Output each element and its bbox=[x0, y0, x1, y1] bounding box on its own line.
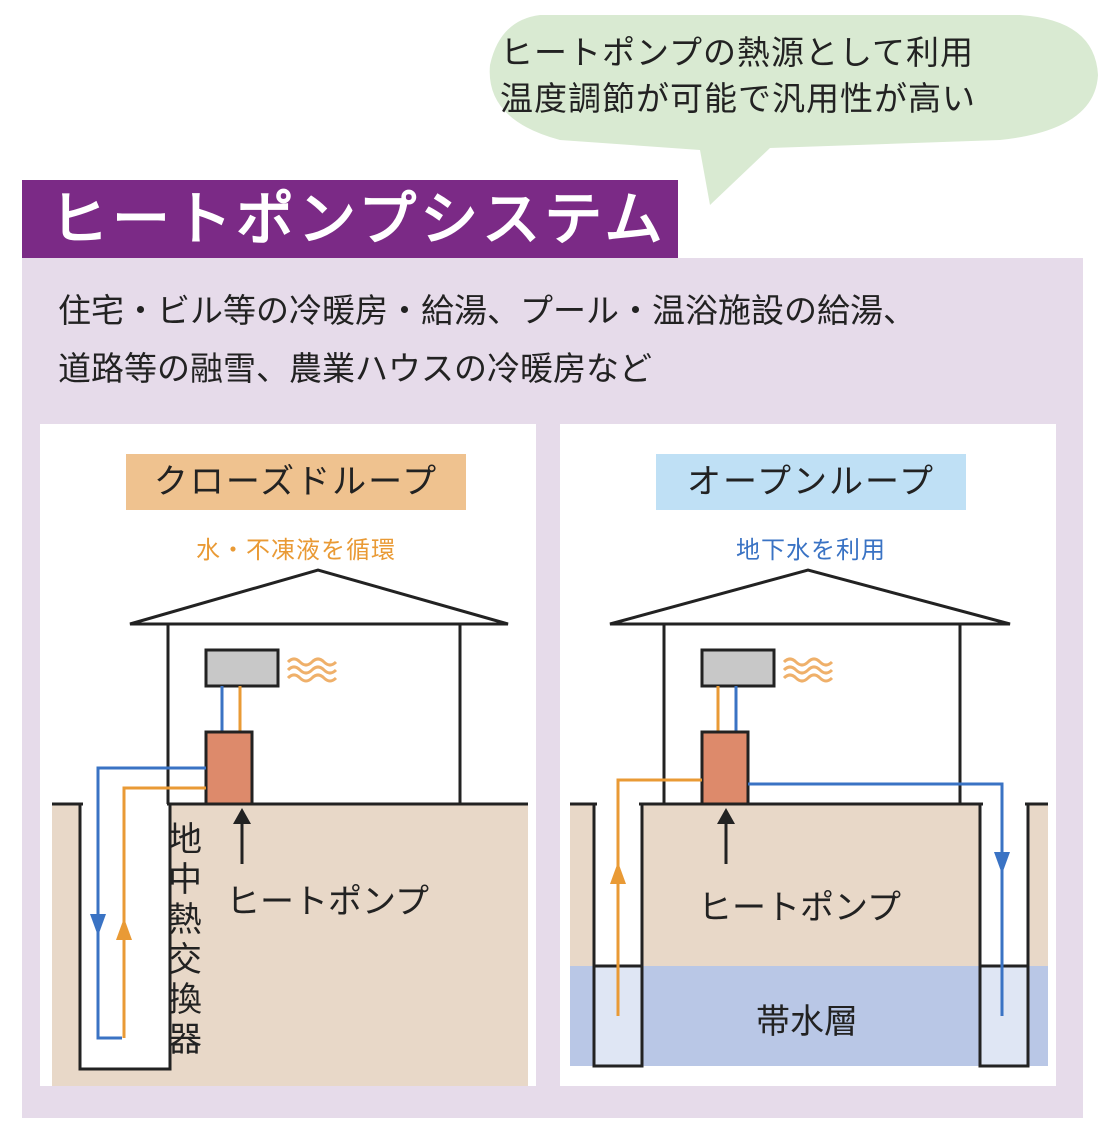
exchanger-char: 中 bbox=[168, 860, 202, 900]
open-loop-diagram bbox=[570, 568, 1048, 1068]
bubble-text: ヒートポンプの熱源として利用 温度調節が可能で汎用性が高い bbox=[500, 30, 1100, 122]
heat-waves-icon bbox=[782, 657, 834, 683]
flow-arrow-icon bbox=[994, 852, 1010, 874]
exchanger-char: 地 bbox=[168, 820, 202, 860]
closed-heat-pump-label: ヒートポンプ bbox=[226, 882, 429, 922]
flow-arrow-icon bbox=[610, 862, 626, 884]
uses-line-2: 道路等の融雪、農業ハウスの冷暖房など bbox=[58, 349, 652, 388]
aquifer bbox=[570, 966, 1048, 1066]
heat-pump-box bbox=[204, 730, 254, 806]
exchanger-char: 交 bbox=[168, 940, 202, 980]
arrow-up-icon bbox=[717, 808, 735, 824]
open-loop-subtitle: 地下水を利用 bbox=[736, 536, 886, 564]
open-heat-pump-label: ヒートポンプ bbox=[698, 888, 901, 928]
indoor-unit bbox=[700, 648, 776, 688]
open-loop-card: オープンループ 地下水を利用 bbox=[560, 424, 1056, 1086]
closed-loop-label: クローズドループ bbox=[126, 454, 466, 510]
open-loop-label: オープンループ bbox=[656, 454, 966, 510]
indoor-unit bbox=[204, 648, 280, 688]
house-icon bbox=[609, 568, 1011, 626]
ground-heat-exchanger-label: 地 中 熱 交 換 器 bbox=[168, 820, 208, 1060]
exchanger-char: 熱 bbox=[168, 900, 202, 940]
flow-arrow-icon bbox=[116, 918, 132, 940]
heat-pump-box bbox=[700, 730, 750, 806]
title-band bbox=[22, 180, 678, 258]
heat-waves-icon bbox=[286, 657, 338, 683]
bubble-line-1: ヒートポンプの熱源として利用 bbox=[500, 33, 975, 72]
closed-loop-diagram bbox=[52, 568, 528, 1086]
bubble-line-2: 温度調節が可能で汎用性が高い bbox=[500, 79, 976, 118]
uses-line-1: 住宅・ビル等の冷暖房・給湯、プール・温浴施設の給湯、 bbox=[58, 291, 916, 330]
house-icon bbox=[129, 568, 509, 626]
uses-description: 住宅・ビル等の冷暖房・給湯、プール・温浴施設の給湯、 道路等の融雪、農業ハウスの… bbox=[58, 282, 1058, 398]
flow-arrow-icon bbox=[90, 914, 106, 936]
arrow-up-icon bbox=[233, 808, 251, 824]
exchanger-char: 器 bbox=[168, 1020, 202, 1060]
page-title: ヒートポンプシステム bbox=[50, 185, 667, 253]
aquifer-label: 帯水層 bbox=[756, 1002, 858, 1042]
exchanger-char: 換 bbox=[168, 980, 202, 1020]
closed-loop-card: クローズドループ 水・不凍液を循環 bbox=[40, 424, 536, 1086]
closed-loop-subtitle: 水・不凍液を循環 bbox=[196, 536, 396, 564]
